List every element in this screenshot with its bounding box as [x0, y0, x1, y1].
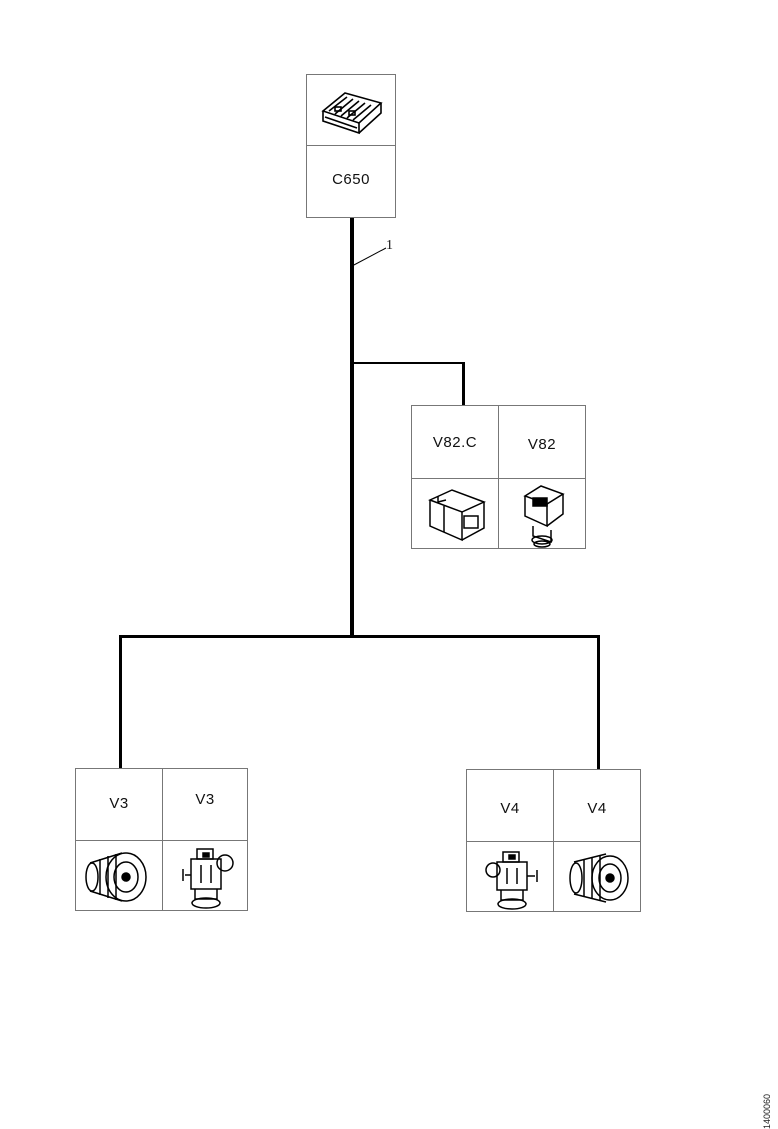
v4-connector-label: V4: [587, 800, 607, 817]
v82-label: V82: [527, 436, 557, 453]
v4-valve-cell[interactable]: V4: [466, 769, 554, 912]
bottom-bus-wire: [119, 635, 600, 638]
v82c-label: V82.C: [432, 434, 478, 451]
branch-v4-vertical-wire: [597, 635, 600, 770]
wire-tag-label: 1: [386, 238, 393, 253]
branch-v3-vertical-wire: [119, 635, 122, 769]
root-connector-box[interactable]: C650: [306, 74, 396, 218]
document-number: 1400060: [762, 1094, 772, 1129]
v4-valve-label: V4: [500, 800, 520, 817]
branch-v82-horizontal-wire: [352, 362, 464, 364]
branch-v82-vertical-wire: [462, 362, 465, 406]
root-connector-label: C650: [332, 171, 370, 188]
coil-connector-icon: [82, 845, 152, 907]
valve-connector-icon: [424, 482, 490, 546]
v3-valve-label: V3: [195, 791, 215, 808]
v82c-cell[interactable]: V82.C: [411, 405, 499, 549]
valve-assembly-icon: [481, 846, 543, 910]
v3-valve-cell[interactable]: V3: [162, 768, 248, 911]
v4-connector-cell[interactable]: V4: [553, 769, 641, 912]
v82-cell[interactable]: V82: [498, 405, 586, 549]
v3-connector-label: V3: [109, 795, 129, 812]
coil-connector-icon: [564, 846, 634, 908]
valve-assembly-icon: [177, 845, 239, 909]
main-trunk-wire: [350, 217, 354, 638]
wire-tag-leader: [351, 247, 387, 267]
multi-pin-connector-icon: [315, 81, 387, 139]
solenoid-valve-icon: [515, 482, 571, 548]
v3-connector-cell[interactable]: V3: [75, 768, 163, 911]
